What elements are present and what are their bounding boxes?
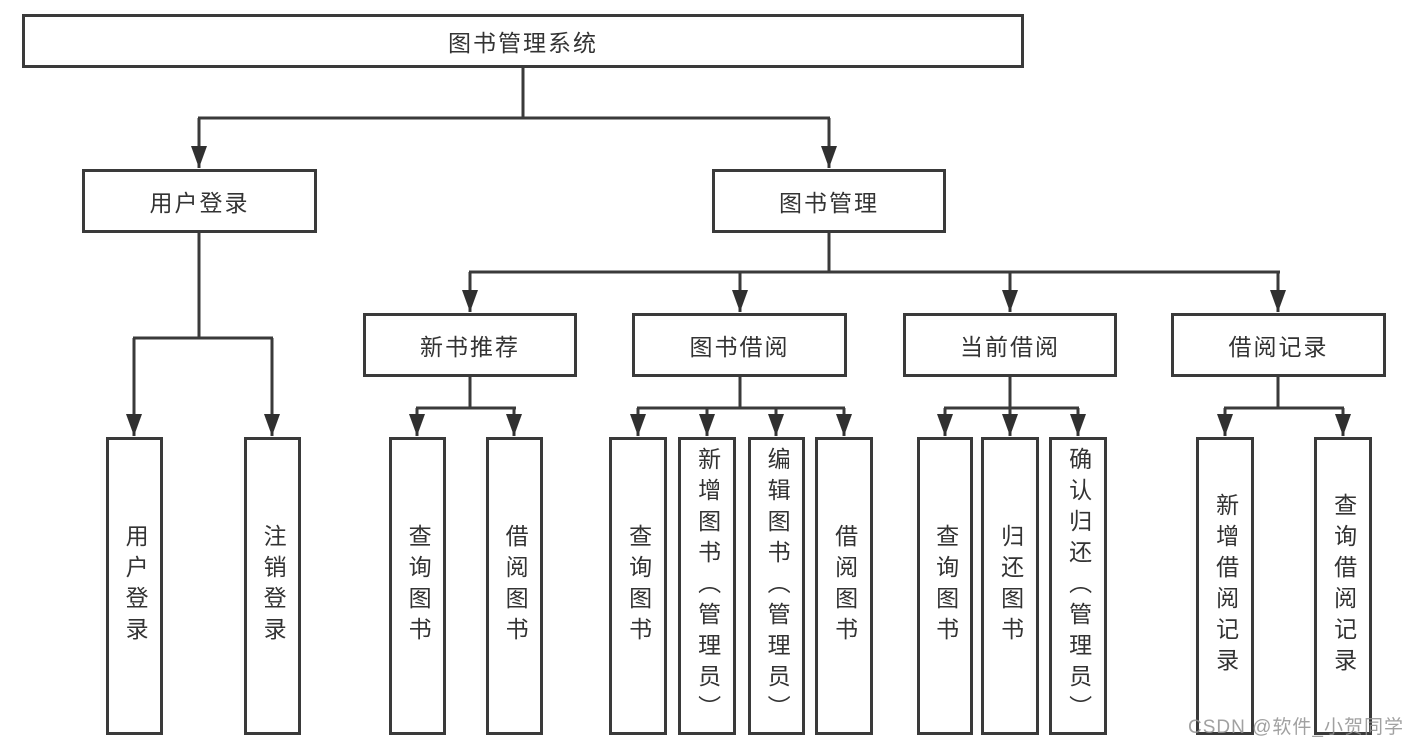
node-book-borrow: 图书借阅: [632, 313, 847, 377]
leaf-label: 新增借阅记录: [1212, 493, 1239, 679]
node-label: 图书管理系统: [448, 30, 598, 56]
leaf-edit-book-admin: 编辑图书（管理员）: [748, 437, 805, 735]
leaf-logout: 注销登录: [244, 437, 301, 735]
leaf-label: 注销登录: [260, 524, 287, 648]
node-library-management-system: 图书管理系统: [22, 14, 1024, 68]
leaf-label: 查询图书: [405, 524, 432, 648]
leaf-label: 借阅图书: [502, 524, 529, 648]
leaf-user-login: 用户登录: [106, 437, 163, 735]
node-book-management: 图书管理: [712, 169, 946, 233]
node-label: 图书借阅: [689, 334, 790, 360]
node-label: 当前借阅: [960, 334, 1060, 360]
leaf-label: 查询图书: [625, 524, 652, 648]
leaf-label: 借阅图书: [831, 524, 858, 648]
csdn-watermark: CSDN @软件_小贺同学: [1188, 717, 1404, 738]
node-new-book-recommend: 新书推荐: [363, 313, 577, 377]
leaf-label: 查询图书: [932, 524, 959, 648]
node-borrow-records: 借阅记录: [1171, 313, 1386, 377]
node-label: 用户登录: [149, 190, 250, 216]
node-user-login: 用户登录: [82, 169, 317, 233]
leaf-query-books-borrow: 查询图书: [609, 437, 667, 735]
leaf-query-books-current: 查询图书: [917, 437, 973, 735]
leaf-label: 用户登录: [122, 524, 149, 648]
leaf-confirm-return-admin: 确认归还（管理员）: [1049, 437, 1107, 735]
leaf-label: 查询借阅记录: [1330, 493, 1357, 679]
leaf-add-borrow-record: 新增借阅记录: [1196, 437, 1254, 735]
node-label: 新书推荐: [420, 334, 520, 360]
leaf-label: 归还图书: [997, 524, 1024, 648]
leaf-query-books-newrec: 查询图书: [389, 437, 446, 735]
leaf-borrow-books-newrec: 借阅图书: [486, 437, 543, 735]
leaf-query-borrow-record: 查询借阅记录: [1314, 437, 1372, 735]
leaf-return-book: 归还图书: [981, 437, 1039, 735]
node-label: 图书管理: [779, 190, 879, 216]
leaf-add-book-admin: 新增图书（管理员）: [678, 437, 736, 735]
leaf-label: 新增图书（管理员）: [694, 446, 721, 726]
leaf-borrow-books: 借阅图书: [815, 437, 873, 735]
leaf-label: 编辑图书（管理员）: [764, 446, 791, 726]
leaf-label: 确认归还（管理员）: [1065, 446, 1092, 726]
node-current-borrow: 当前借阅: [903, 313, 1117, 377]
node-label: 借阅记录: [1228, 334, 1329, 360]
